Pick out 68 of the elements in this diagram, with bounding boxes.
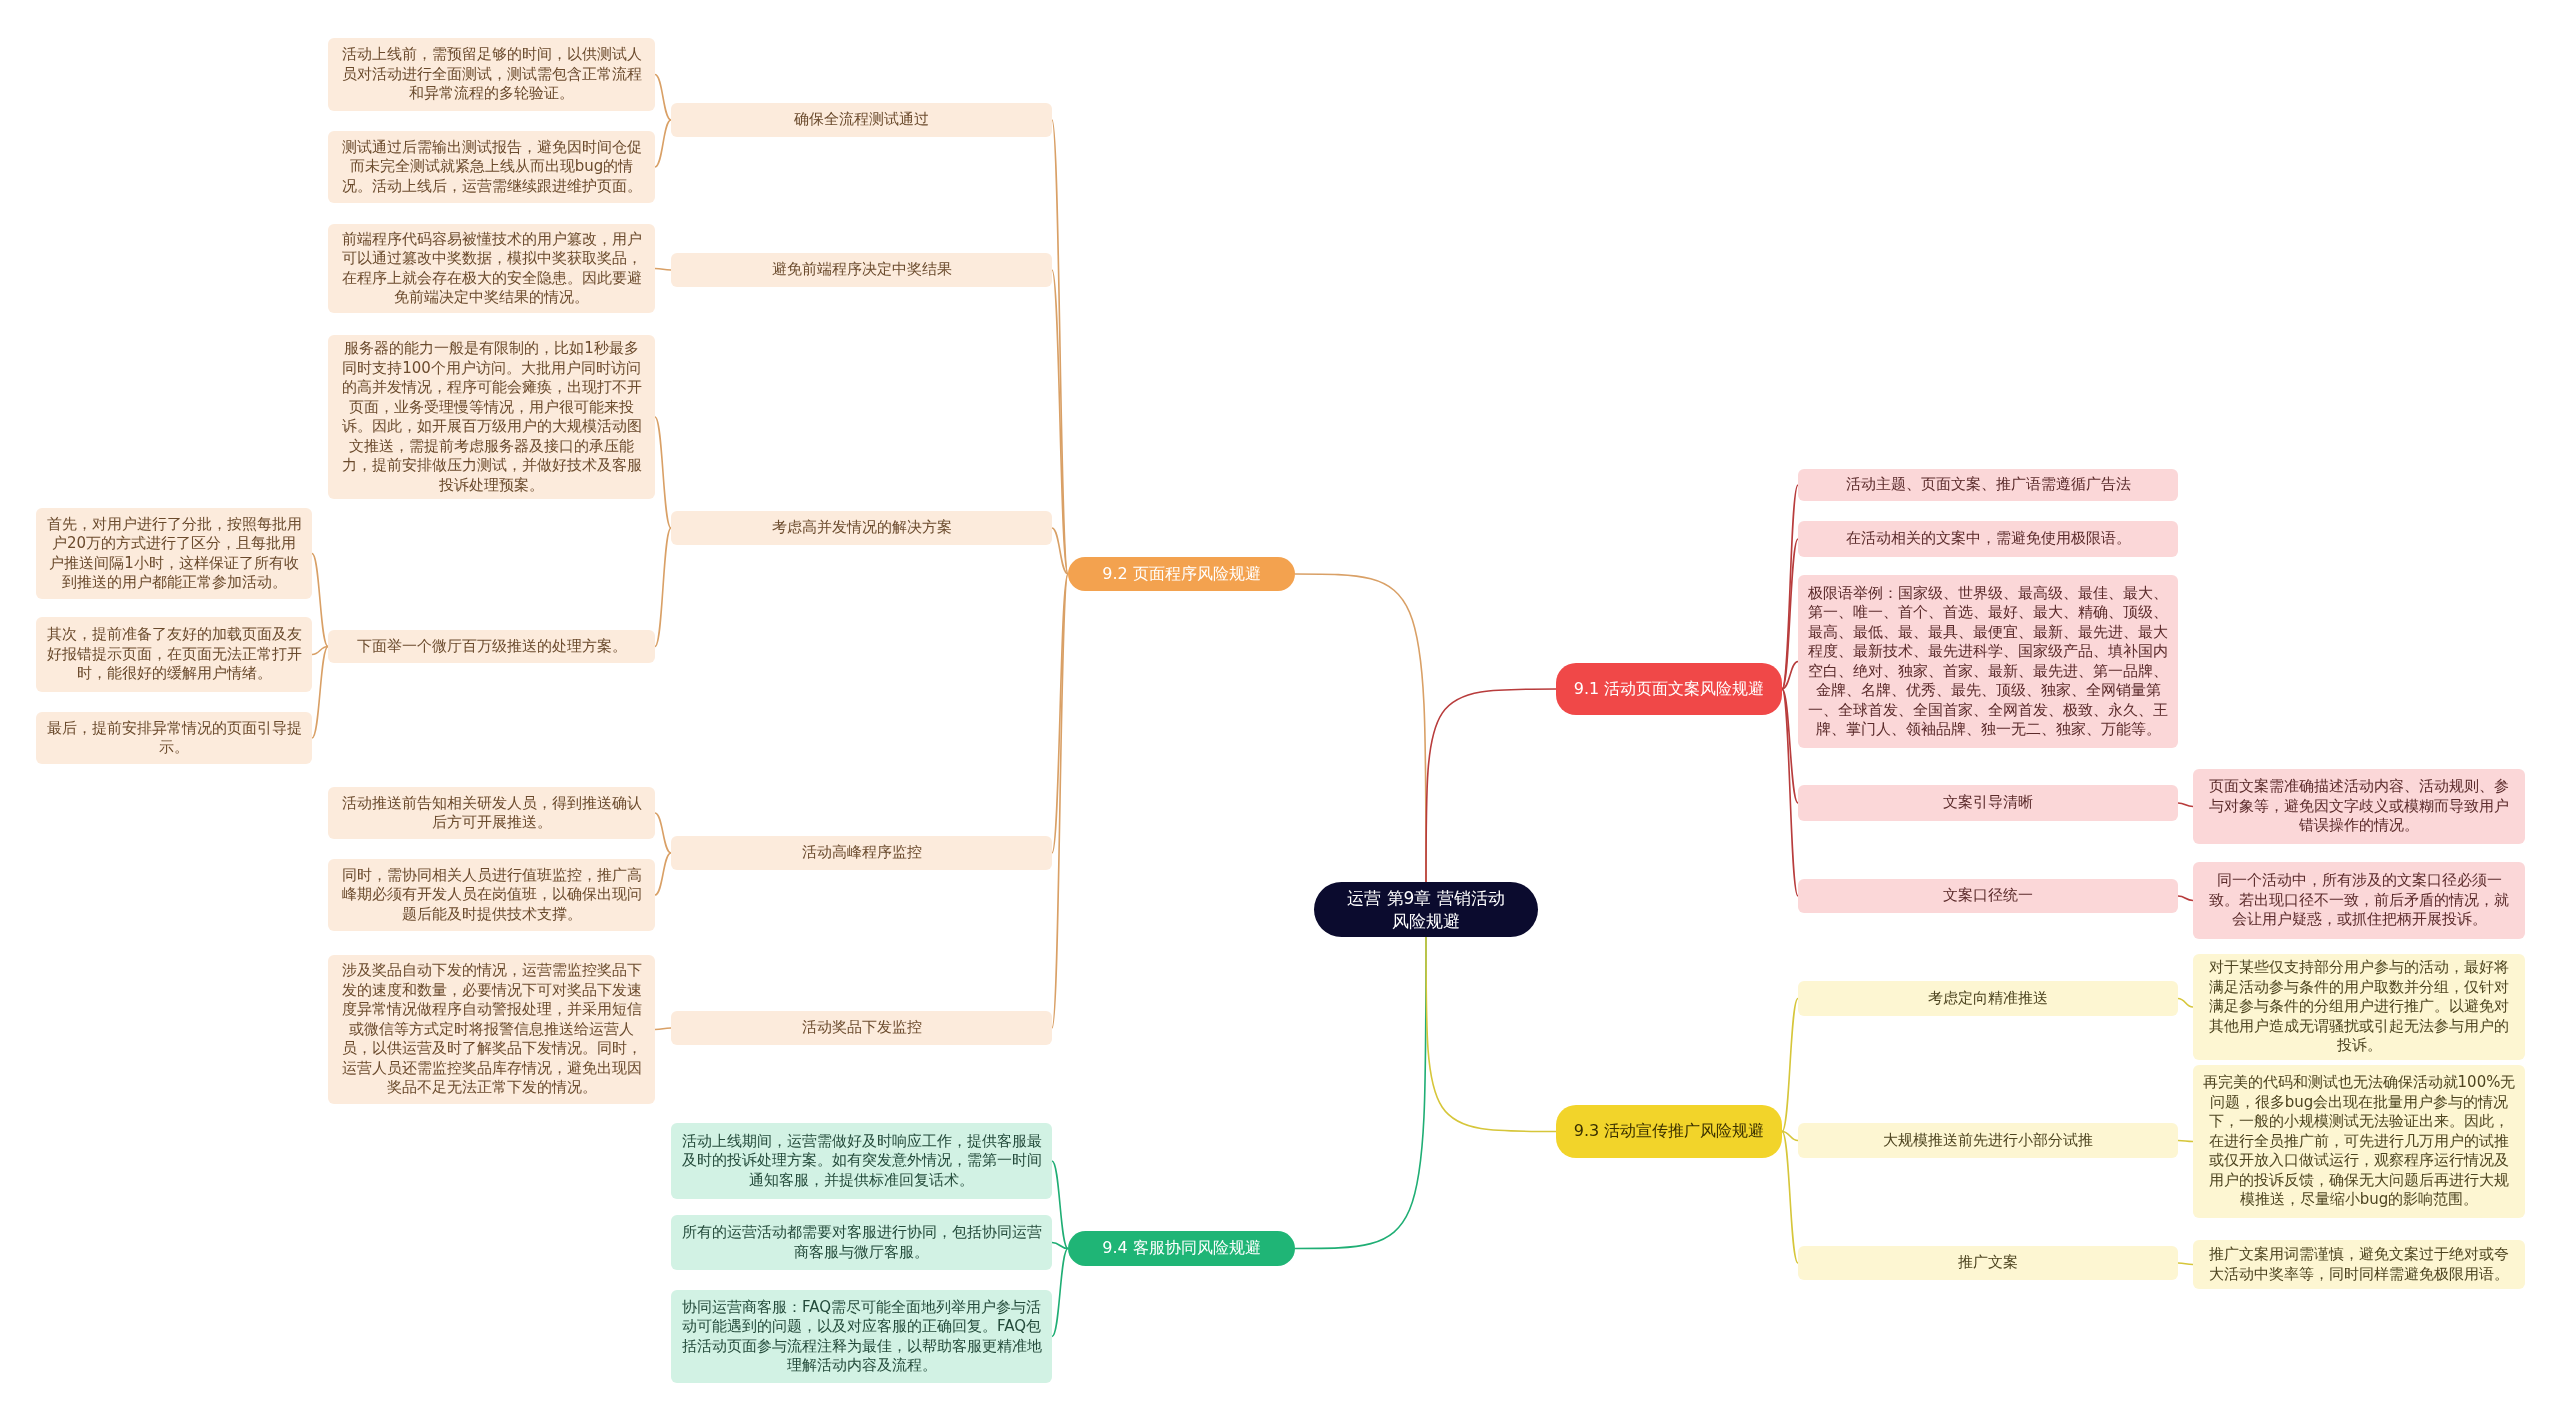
note-box: 对于某些仅支持部分用户参与的活动，最好将满足活动参与条件的用户取数并分组，仅针对满足参与条件的分组用户进行推广。以避免对其他用户造成无谓骚扰或引起无法参与用户的投诉。: [2193, 954, 2525, 1060]
note-box: 所有的运营活动都需要对客服进行协同，包括协同运营商客服与微厅客服。: [671, 1215, 1052, 1270]
subtopic-box: 文案口径统一: [1798, 879, 2178, 913]
connector-line: [654, 267, 672, 271]
connector-line: [2177, 895, 2194, 902]
subtopic-box: 考虑高并发情况的解决方案: [671, 511, 1052, 545]
note-box: 活动上线期间，运营需做好及时响应工作，提供客服最及时的投诉处理方案。如有突发意外情况，需第一时间通知客服，并提供标准回复话术。: [671, 1123, 1052, 1199]
connector-line: [654, 812, 672, 854]
note-box: 再完美的代码和测试也无法确保活动就100%无问题，很多bug会出现在批量用户参与的情况下，一般的小规模测试无法验证出来。因此，在进行全员推广前，可先进行几万用户的试推或仅开放入口做试运行，观察程序运行情况及用户的投诉反馈，确保无大问题后再进行大规模推送，尽量缩小bug的影响范围。: [2193, 1065, 2525, 1218]
note-box: 同一个活动中，所有涉及的文案口径必须一致。若出现口径不一致，前后矛盾的情况，就会让用户疑惑，或抓住把柄开展投诉。: [2193, 862, 2525, 939]
connector-line: [1425, 688, 1557, 883]
branch-topic: 9.1 活动页面文案风险规避: [1556, 663, 1782, 715]
subtopic-box: 下面举一个微厅百万级推送的处理方案。: [328, 630, 655, 663]
connector-line: [2177, 1262, 2194, 1266]
connector-line: [654, 119, 672, 168]
connector-line: [2177, 997, 2194, 1008]
note-box: 涉及奖品自动下发的情况，运营需监控奖品下发的速度和数量，必要情况下可对奖品下发速度异常情况做程序自动警报处理，并采用短信或微信等方式定时将报警信息推送给运营人员，以供运营及时了解奖品下发情况。同时，运营人员还需监控奖品库存情况，避免出现因奖品不足无法正常下发的情况。: [328, 955, 655, 1104]
connector-line: [1051, 527, 1069, 575]
connector-line: [311, 552, 329, 648]
note-box: 首先，对用户进行了分批，按照每批用户20万的方式进行了区分，且每批用户推送间隔1小时，这样保证了所有收到推送的用户都能正常参加活动。: [36, 508, 312, 599]
connector-line: [311, 645, 329, 656]
connector-line: [654, 1027, 672, 1031]
connector-line: [1051, 1241, 1069, 1250]
note-box: 极限语举例：国家级、世界级、最高级、最佳、最大、第一、唯一、首个、首选、最好、最大、精确、顶级、最高、最低、最、最具、最便宜、最新、最先进、最大程度、最新技术、最先进科学、国家级产品、填补国内空白、绝对、独家、首家、最新、最先进、第一品牌、金牌、名牌、优秀、最先、顶级、独家、全网销量第一、全球首发、全国首家、全网首发、极致、永久、王牌、掌门人、领袖品牌、独一无二、独家、万能等。: [1798, 575, 2178, 748]
subtopic-box: 活动高峰程序监控: [671, 836, 1052, 870]
subtopic-box: 推广文案: [1798, 1246, 2178, 1280]
connector-line: [2177, 802, 2194, 808]
subtopic-box: 在活动相关的文案中，需避免使用极限语。: [1798, 521, 2178, 557]
branch-topic: 9.2 页面程序风险规避: [1068, 557, 1295, 591]
connector-line: [1051, 1160, 1069, 1250]
connector-line: [311, 645, 329, 739]
subtopic-box: 确保全流程测试通过: [671, 103, 1052, 137]
connector-line: [1781, 660, 1799, 690]
note-box: 推广文案用词需谨慎，避免文案过于绝对或夸大活动中奖率等，同时同样需避免极限用语。: [2193, 1240, 2525, 1289]
connector-line: [1051, 269, 1069, 575]
connector-line: [1781, 1130, 1799, 1264]
note-box: 测试通过后需输出测试报告，避免因时间仓促而未完全测试就紧急上线从而出现bug的情况。活动上线后，运营需继续跟进维护页面。: [328, 131, 655, 203]
branch-topic: 9.4 客服协同风险规避: [1068, 1231, 1295, 1266]
connector-line: [1781, 1130, 1799, 1142]
note-box: 活动推送前告知相关研发人员，得到推送确认后方可开展推送。: [328, 787, 655, 839]
connector-line: [1051, 1247, 1069, 1338]
connector-line: [1425, 936, 1557, 1133]
note-box: 前端程序代码容易被懂技术的用户篡改，用户可以通过篡改中奖数据，模拟中奖获取奖品，在程序上就会存在极大的安全隐患。因此要避免前端决定中奖结果的情况。: [328, 224, 655, 313]
subtopic-box: 文案引导清晰: [1798, 785, 2178, 821]
note-box: 其次，提前准备了友好的加载页面及友好报错提示页面，在页面无法正常打开时，能很好的缓解用户情绪。: [36, 617, 312, 692]
note-box: 协同运营商客服：FAQ需尽可能全面地列举用户参与活动可能遇到的问题，以及对应客服的正确回复。FAQ包括活动页面参与流程注释为最佳，以帮助客服更精准地理解活动内容及流程。: [671, 1290, 1052, 1383]
connector-line: [1781, 688, 1799, 804]
central-topic: 运营 第9章 营销活动风险规避: [1314, 882, 1538, 937]
note-box: 最后，提前安排异常情况的页面引导提示。: [36, 712, 312, 764]
note-box: 页面文案需准确描述活动内容、活动规则、参与对象等，避免因文字歧义或模糊而导致用户错误操作的情况。: [2193, 769, 2525, 844]
connector-line: [654, 527, 672, 648]
connector-line: [1051, 573, 1069, 1029]
subtopic-box: 考虑定向精准推送: [1798, 981, 2178, 1016]
connector-line: [654, 416, 672, 529]
connector-line: [654, 852, 672, 896]
subtopic-box: 大规模推送前先进行小部分试推: [1798, 1123, 2178, 1158]
branch-topic: 9.3 活动宣传推广风险规避: [1556, 1105, 1782, 1158]
subtopic-box: 避免前端程序决定中奖结果: [671, 253, 1052, 287]
note-box: 服务器的能力一般是有限制的，比如1秒最多同时支持100个用户访问。大批用户同时访问的高并发情况，程序可能会瘫痪，出现打不开页面，业务受理慢等情况，用户很可能来投诉。因此，如开展百万级用户的大规模活动图文推送，需提前考虑服务器及接口的承压能力，提前安排做压力测试，并做好技术及客服投诉处理预案。: [328, 335, 655, 499]
note-box: 活动上线前，需预留足够的时间，以供测试人员对活动进行全面测试，测试需包含正常流程和异常流程的多轮验证。: [328, 38, 655, 111]
subtopic-box: 活动主题、页面文案、推广语需遵循广告法: [1798, 469, 2178, 501]
subtopic-box: 活动奖品下发监控: [671, 1011, 1052, 1045]
connector-line: [1781, 688, 1799, 897]
connector-line: [1781, 997, 1799, 1133]
note-box: 同时，需协同相关人员进行值班监控，推广高峰期必须有开发人员在岗值班，以确保出现问题后能及时提供技术支撑。: [328, 859, 655, 931]
connector-line: [654, 73, 672, 121]
connector-line: [1781, 538, 1799, 690]
connector-line: [1051, 573, 1069, 854]
